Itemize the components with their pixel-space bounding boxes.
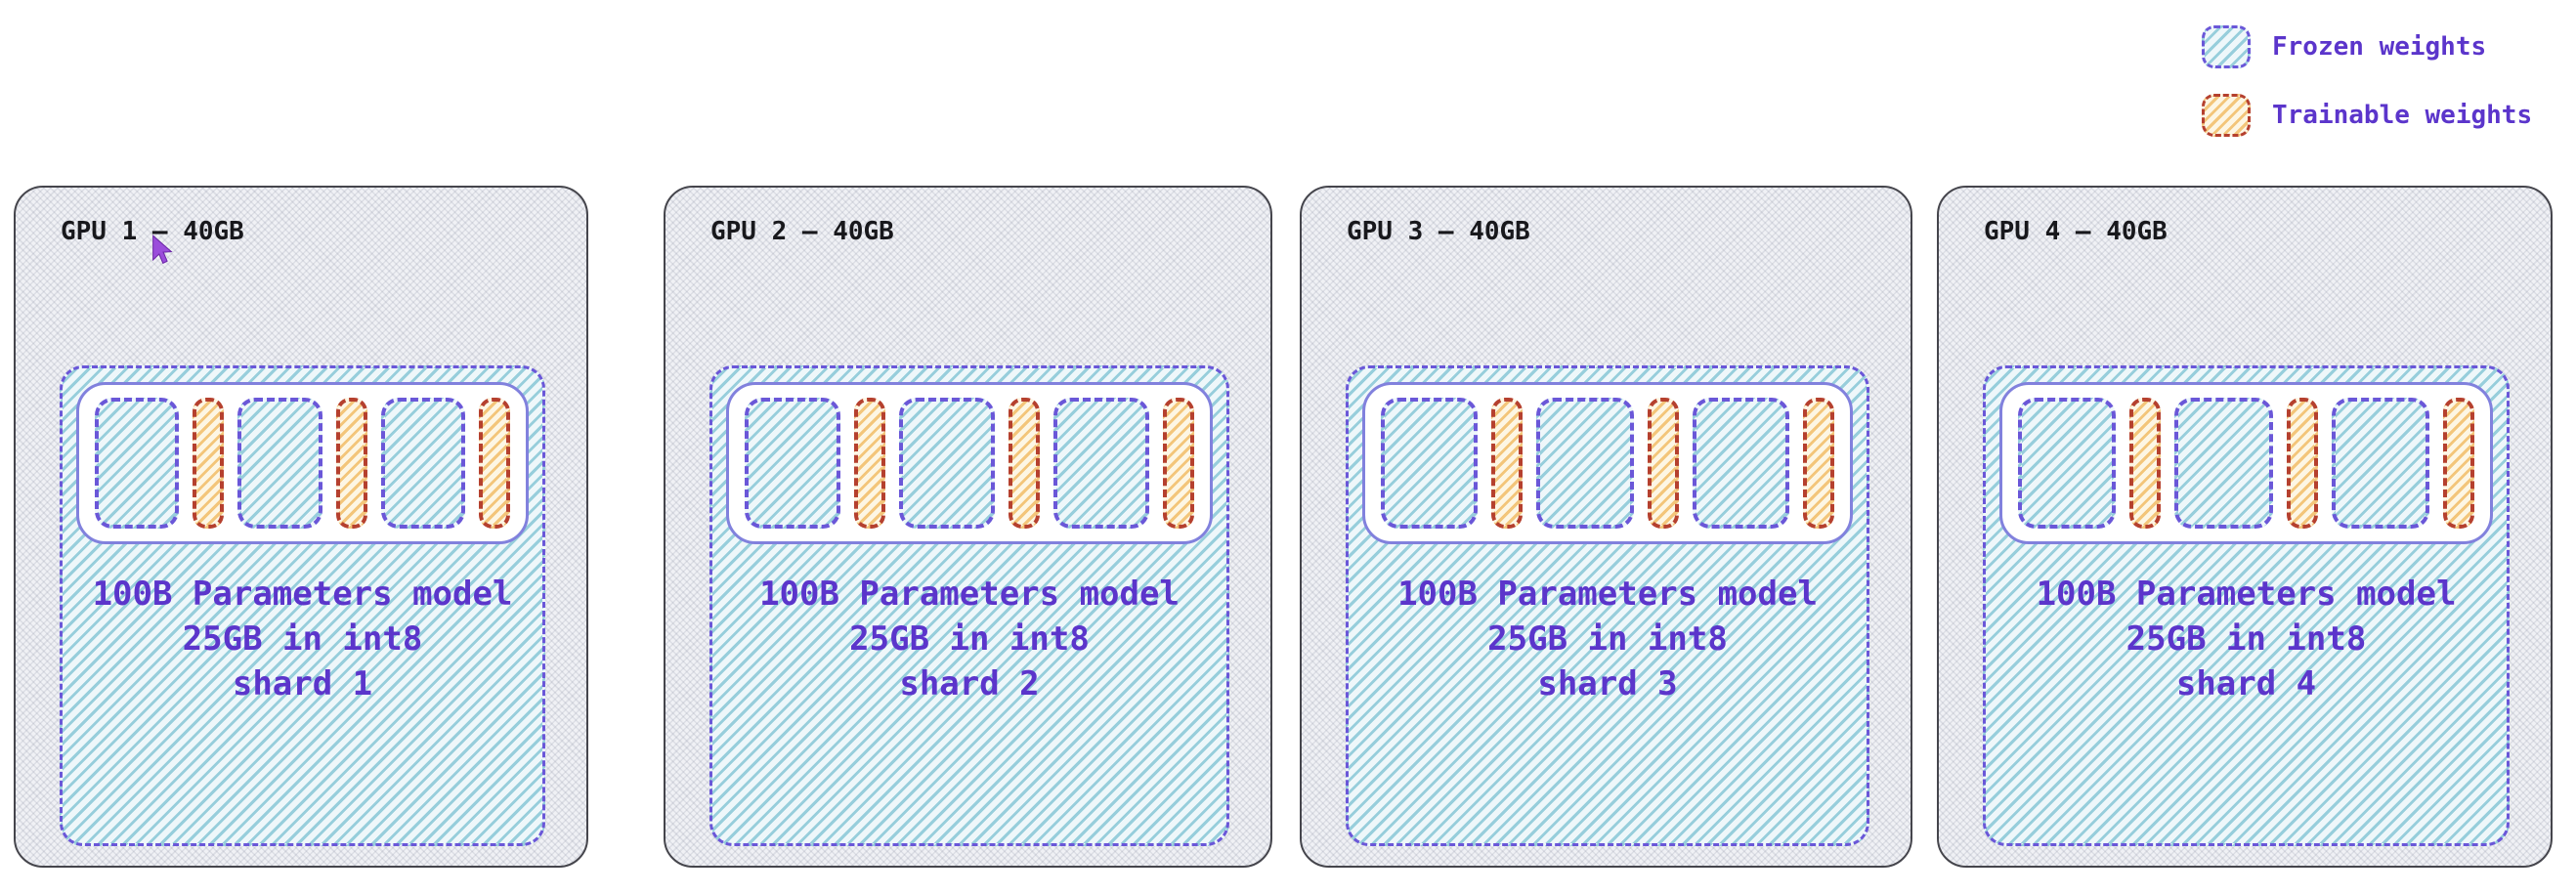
frozen-weight-block [1536,398,1634,529]
gpu-card-1: GPU 1 – 40GB 100B Parameters model 25GB … [14,186,588,868]
trainable-weight-block [1491,398,1524,529]
caption-line-model: 100B Parameters model [1397,575,1818,614]
frozen-weight-block [1692,398,1789,529]
gpu-2-model-shard-region: 100B Parameters model 25GB in int8 shard… [709,365,1229,846]
caption-line-size: 25GB in int8 [182,619,423,659]
mouse-cursor-icon [152,234,173,265]
caption-line-shard: shard 2 [899,664,1040,703]
gpu-4-weights-bar [1999,382,2493,544]
frozen-weight-block [95,398,180,529]
trainable-weight-block [854,398,885,529]
caption-line-shard: shard 4 [2175,664,2317,703]
caption-line-size: 25GB in int8 [2125,619,2367,659]
legend: Frozen weights Trainable weights [2202,25,2532,137]
frozen-weight-block [2174,398,2273,529]
trainable-weight-block [2129,398,2162,529]
caption-line-size: 25GB in int8 [1487,619,1728,659]
gpu-4-shard-caption: 100B Parameters model 25GB in int8 shard… [1986,572,2507,706]
trainable-weights-swatch-icon [2202,94,2251,137]
gpu-3-model-shard-region: 100B Parameters model 25GB in int8 shard… [1346,365,1869,846]
legend-label-frozen: Frozen weights [2272,32,2487,62]
caption-line-shard: shard 3 [1537,664,1678,703]
trainable-weight-block [2286,398,2318,529]
gpu-2-shard-caption: 100B Parameters model 25GB in int8 shard… [712,572,1226,706]
trainable-weight-block [1647,398,1679,529]
gpu-card-2: GPU 2 – 40GB 100B Parameters model 25GB … [664,186,1272,868]
caption-line-size: 25GB in int8 [849,619,1090,659]
trainable-weight-block [193,398,225,529]
gpu-3-title: GPU 3 – 40GB [1347,217,1530,246]
gpu-1-title: GPU 1 – 40GB [61,217,244,246]
gpu-4-model-shard-region: 100B Parameters model 25GB in int8 shard… [1983,365,2510,846]
trainable-weight-block [335,398,367,529]
caption-line-model: 100B Parameters model [92,575,513,614]
trainable-weight-block [2442,398,2474,529]
gpu-2-weights-bar [726,382,1213,544]
frozen-weight-block [1381,398,1479,529]
gpu-1-shard-caption: 100B Parameters model 25GB in int8 shard… [63,572,542,706]
gpu-3-shard-caption: 100B Parameters model 25GB in int8 shard… [1349,572,1867,706]
gpu-2-title: GPU 2 – 40GB [710,217,894,246]
gpu-card-4: GPU 4 – 40GB 100B Parameters model 25GB … [1937,186,2553,868]
gpu-1-weights-bar [76,382,529,544]
caption-line-shard: shard 1 [232,664,373,703]
trainable-weight-block [478,398,510,529]
trainable-weight-block [1802,398,1834,529]
frozen-weight-block [899,398,995,529]
frozen-weight-block [2018,398,2117,529]
frozen-weights-swatch-icon [2202,25,2251,68]
trainable-weight-block [1009,398,1040,529]
trainable-weight-block [1163,398,1194,529]
legend-item-trainable: Trainable weights [2202,94,2532,137]
legend-item-frozen: Frozen weights [2202,25,2532,68]
frozen-weight-block [2331,398,2429,529]
gpu-3-weights-bar [1362,382,1853,544]
caption-line-model: 100B Parameters model [2036,575,2457,614]
legend-label-trainable: Trainable weights [2272,101,2533,130]
caption-line-model: 100B Parameters model [759,575,1180,614]
frozen-weight-block [1053,398,1149,529]
gpu-card-3: GPU 3 – 40GB 100B Parameters model 25GB … [1300,186,1912,868]
gpu-4-title: GPU 4 – 40GB [1984,217,2168,246]
frozen-weight-block [380,398,465,529]
frozen-weight-block [237,398,322,529]
frozen-weight-block [745,398,840,529]
gpu-1-model-shard-region: 100B Parameters model 25GB in int8 shard… [60,365,545,846]
